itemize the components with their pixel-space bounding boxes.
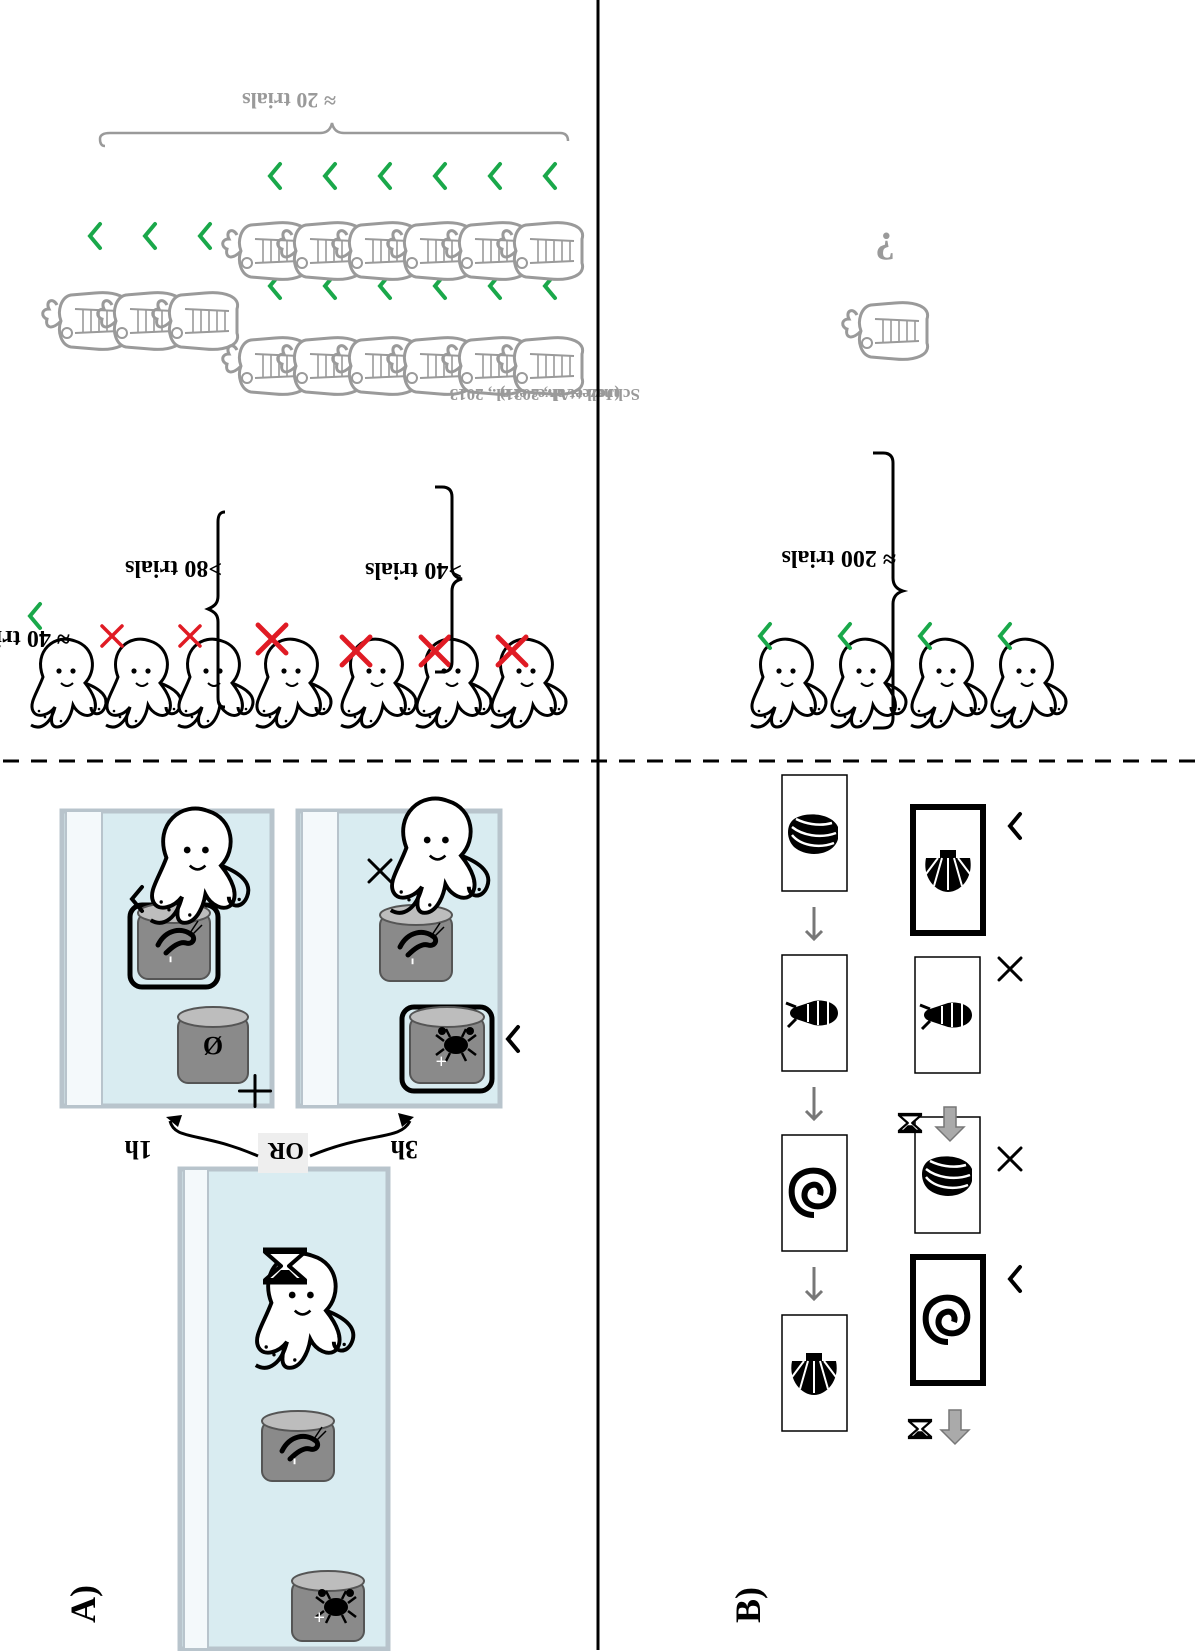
cuttlefish-icon [841, 301, 930, 361]
check-mark-icon [198, 222, 212, 250]
delay-label-3h: 3h [390, 1135, 418, 1164]
cross-mark-icon [100, 624, 124, 648]
octopus-icon [104, 637, 183, 729]
shell-icon [920, 1155, 974, 1198]
citation-line-1: (Jozet-Alves et al., 2013 [450, 385, 620, 404]
cross-mark-icon [178, 624, 202, 648]
check-mark-icon [88, 222, 102, 250]
octopus-icon [29, 637, 108, 729]
trials-label: >80 trials [125, 555, 222, 581]
can-plus-sign: + [309, 1612, 331, 1623]
check-mark-icon [378, 162, 392, 190]
unknown-mark: ? [875, 224, 895, 269]
octopus-icon [749, 637, 828, 729]
check-mark-icon [433, 162, 447, 190]
citation-line-2: Schnell et al., 2021) [500, 385, 640, 404]
cuttlefish-results: ≈ 20 trials (Jozet-Alves et al., 2013 Sc… [41, 88, 640, 404]
delay-label-1h: 1h [124, 1135, 152, 1164]
brace [98, 122, 570, 148]
octopus-icon [909, 637, 988, 729]
octopus-icon [489, 637, 568, 729]
hourglass-icon [906, 1418, 934, 1440]
brace [204, 510, 226, 709]
check-mark-icon [543, 162, 557, 190]
can-negative: - [261, 1410, 335, 1482]
test-sequence [896, 804, 1023, 1446]
brace [435, 485, 463, 674]
can-empty-sign: Ø [203, 1031, 223, 1060]
panel-b-label: B) [728, 1587, 768, 1623]
panel-b: B) [728, 224, 1068, 1623]
arrow-up-icon [804, 1267, 824, 1302]
brace [873, 451, 909, 730]
octopus-icon [989, 637, 1068, 729]
octopus-icon [176, 637, 255, 729]
can-empty: Ø [177, 1006, 249, 1084]
trials-label: ≈ 20 trials [242, 88, 336, 113]
check-mark-icon [506, 1025, 520, 1053]
can-plus-sign: + [431, 1056, 453, 1067]
can-minus-sign: - [280, 1458, 305, 1465]
or-badge-bg [258, 1133, 308, 1173]
check-mark-icon [838, 622, 852, 650]
octopus-icon [414, 637, 493, 729]
check-mark-icon [268, 162, 282, 190]
shell-icon [786, 813, 840, 856]
can-positive-selected: + [399, 1004, 495, 1094]
trials-label: ≈ 40 trials [0, 625, 70, 651]
check-mark-icon [323, 162, 337, 190]
sample-sequence [781, 774, 848, 1432]
cross-mark-icon [997, 1146, 1023, 1172]
trials-label: ≈ 200 trials [782, 545, 897, 571]
check-mark-icon [998, 622, 1012, 650]
check-mark-icon [758, 622, 772, 650]
check-mark-icon [143, 222, 157, 250]
arrow-up-icon [934, 1106, 966, 1143]
arrow-up-icon [939, 1409, 971, 1446]
cuttlefish-unknown: ? [841, 224, 930, 361]
panel-a-label: A) [63, 1585, 103, 1623]
check-mark-icon [918, 622, 932, 650]
or-label: OR [267, 1137, 304, 1163]
check-mark-icon [28, 602, 42, 630]
cross-mark-icon [997, 956, 1023, 982]
check-mark-icon [1008, 812, 1022, 840]
octopus-icon [254, 637, 333, 729]
can-minus-sign: - [156, 956, 181, 963]
panel-a: A) + - OR 1h [0, 88, 640, 1651]
check-mark-icon [488, 162, 502, 190]
octopus-results-b: ≈ 200 trials [749, 451, 1068, 730]
tank-3h: + - [295, 796, 520, 1109]
octopus-icon [829, 637, 908, 729]
octopus-results-a: ≈ 40 trials >80 trials >40 trials [0, 485, 568, 729]
arrow-up-icon [804, 907, 824, 942]
can-minus-sign: - [398, 958, 423, 965]
tank-1h: Ø - [59, 806, 275, 1109]
arrow-up-icon [804, 1087, 824, 1122]
check-mark-icon [1008, 1265, 1022, 1293]
trials-label: >40 trials [365, 557, 462, 583]
tank-initial: + - [177, 1166, 391, 1651]
can-positive: + [291, 1570, 365, 1642]
can-negative: - [379, 904, 453, 982]
